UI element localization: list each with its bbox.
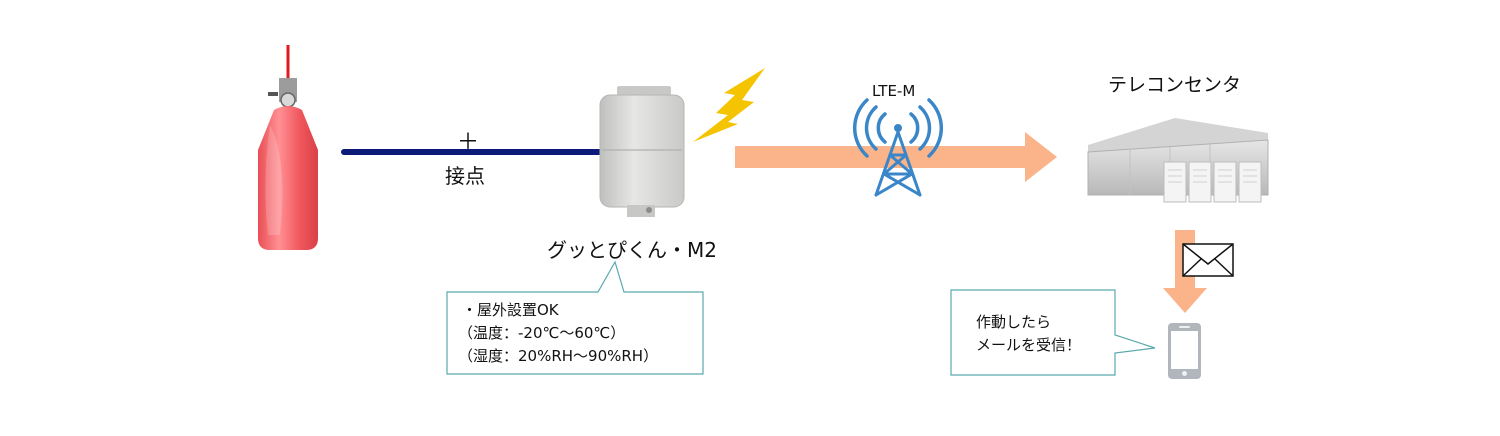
data-flow-arrow — [735, 132, 1057, 182]
data-center-icon — [1087, 118, 1269, 203]
phone-callout-line1: 作動したら — [976, 313, 1052, 331]
fire-extinguisher-cylinder-icon — [258, 45, 318, 250]
lightning-icon — [693, 68, 765, 142]
radio-tower-icon — [853, 98, 943, 197]
device-callout-bubble — [446, 260, 704, 375]
center-label: テレコンセンタ — [1108, 74, 1242, 96]
phone-callout-line2: メールを受信！ — [976, 336, 1082, 354]
wireless-device-icon — [599, 86, 685, 217]
device-callout-line1: ・屋外設置OK — [462, 301, 559, 319]
phone-callout-bubble — [950, 289, 1156, 376]
smartphone-icon — [1168, 323, 1201, 379]
device-name: グッとぴくん・M2 — [547, 238, 717, 262]
contact-plus: ＋ — [457, 130, 480, 155]
device-callout-line2: （温度：-20℃～60℃） — [458, 324, 626, 342]
device-callout-line3: （湿度：20%RH～90%RH） — [458, 347, 659, 365]
network-label: LTE-M — [872, 82, 916, 100]
contact-label: 接点 — [445, 164, 485, 188]
envelope-icon — [1182, 243, 1234, 277]
